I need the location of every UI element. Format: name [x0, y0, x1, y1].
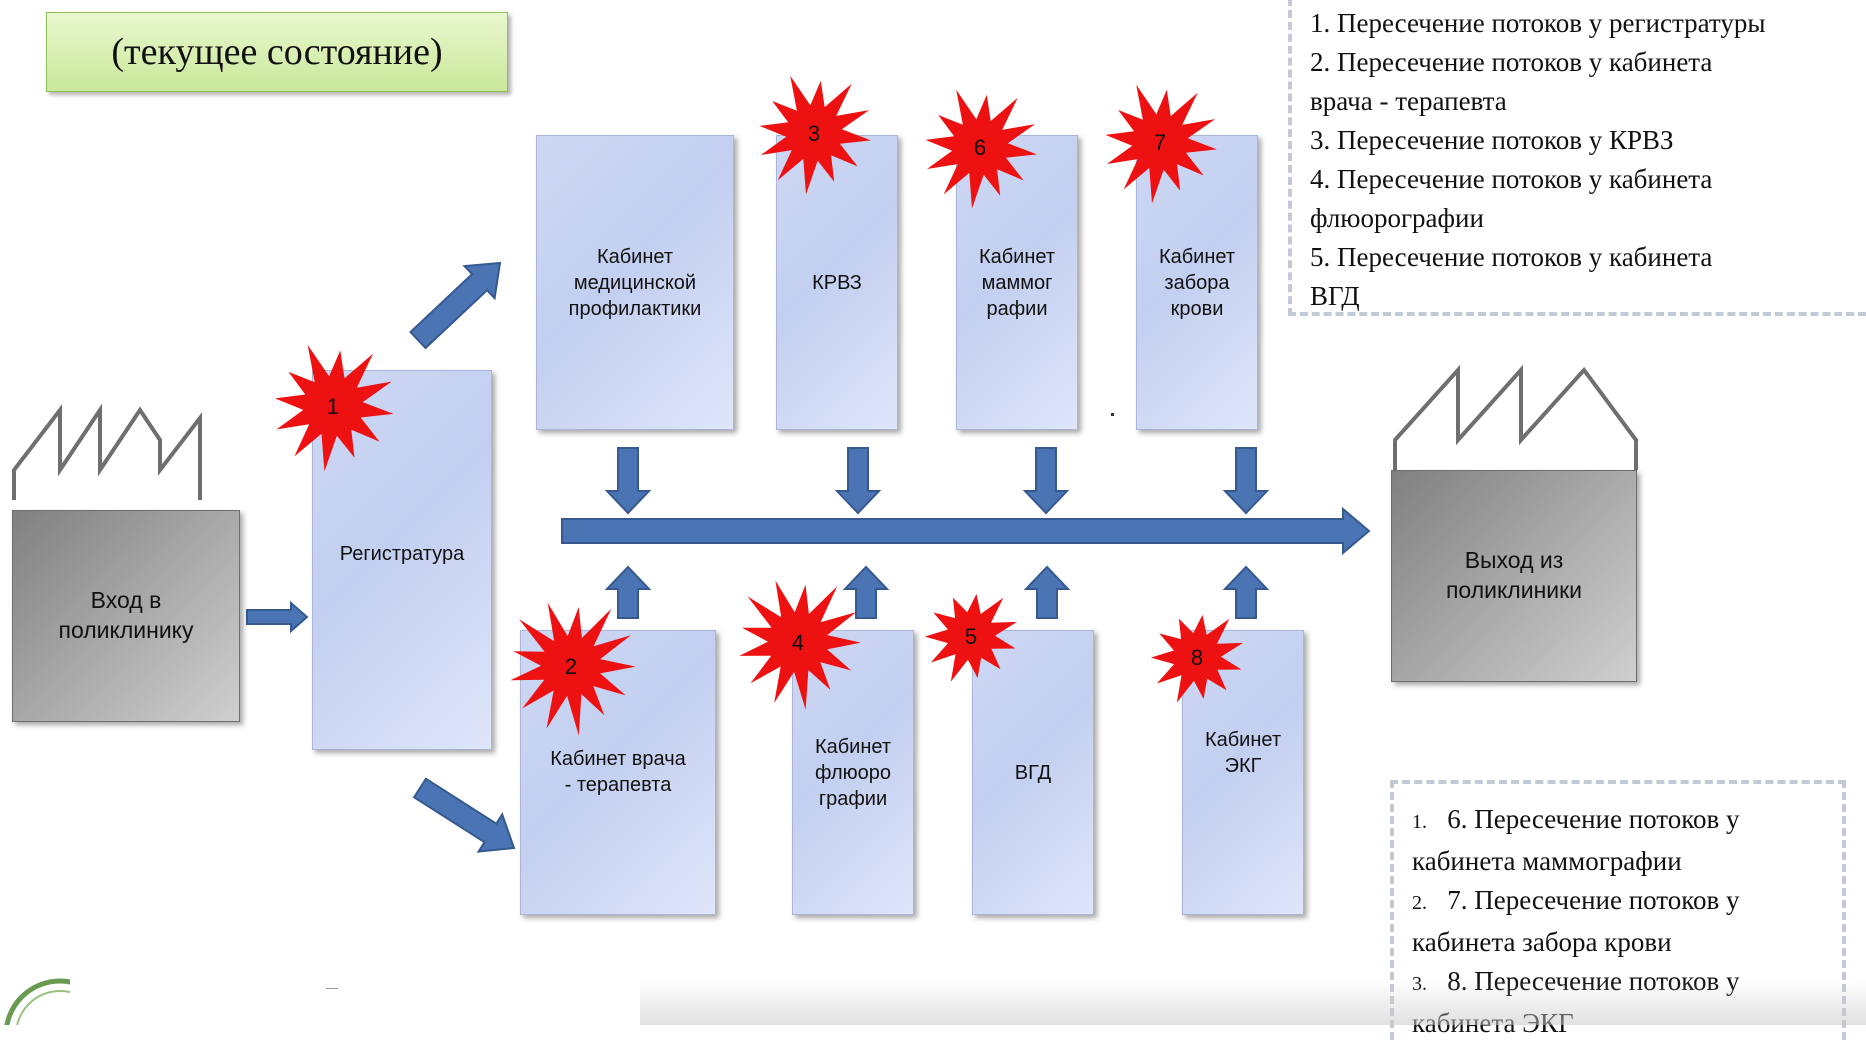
- room-blood: Кабинет забора крови: [1136, 135, 1258, 430]
- room-fluorography: Кабинет флюоро графии: [792, 630, 914, 915]
- stray-dash: [326, 988, 338, 989]
- project-logo: [4, 978, 70, 1025]
- note-number: 1.: [1412, 811, 1427, 833]
- to-prevention-arrow: [409, 261, 502, 350]
- room-krvz: КРВЗ: [776, 135, 898, 430]
- note-line: 3. Пересечение потоков у КРВЗ: [1310, 125, 1674, 155]
- up-arrow-fluorography: [842, 565, 890, 619]
- down-arrow-prevention: [604, 447, 652, 515]
- note-line: кабинета забора крови: [1412, 923, 1832, 962]
- exit-factory-roof: [1393, 364, 1638, 470]
- up-arrow-ecg: [1222, 565, 1270, 619]
- exit-box: Выход из поликлиники: [1391, 470, 1637, 682]
- notes-top: 1. Пересечение потоков у регистратуры 2.…: [1288, 0, 1866, 316]
- room-prevention: Кабинет медицинской профилактики: [536, 135, 734, 430]
- burst-registry: [274, 345, 394, 472]
- burst-therapist: [510, 602, 636, 736]
- note-number: 2.: [1412, 892, 1427, 914]
- note-line: кабинета маммографии: [1412, 842, 1832, 881]
- burst-krvz-label: 3: [808, 121, 820, 146]
- down-arrow-mammography: [1022, 447, 1070, 515]
- burst-ecg-label: 8: [1191, 645, 1203, 670]
- note-line: ВГД: [1310, 281, 1360, 311]
- burst-vgd: [924, 593, 1017, 682]
- down-arrow-blood: [1222, 447, 1270, 515]
- note-line: 2. Пересечение потоков у кабинета: [1310, 47, 1713, 77]
- note-line: 1. Пересечение потоков у регистратуры: [1310, 8, 1766, 38]
- up-arrow-vgd: [1023, 565, 1071, 619]
- burst-ecg: [1150, 614, 1243, 703]
- note-line: флюорографии: [1310, 203, 1484, 233]
- entrance-arrow: [246, 600, 309, 634]
- main-flow-arrow: [561, 506, 1371, 556]
- note-line: 5. Пересечение потоков у кабинета: [1310, 242, 1713, 272]
- note-text: 6. Пересечение потоков у: [1447, 804, 1740, 834]
- down-arrow-krvz: [834, 447, 882, 515]
- note-line: 1. 6. Пересечение потоков у: [1412, 800, 1832, 842]
- burst-blood: [1105, 84, 1217, 204]
- footer-band: [640, 980, 1866, 1025]
- to-therapist-arrow: [412, 777, 516, 853]
- note-line: врача - терапевта: [1310, 86, 1507, 116]
- note-text: 7. Пересечение потоков у: [1447, 885, 1740, 915]
- room-vgd: ВГД: [972, 630, 1094, 915]
- burst-vgd-label: 5: [965, 624, 977, 649]
- burst-mammography: [925, 89, 1037, 209]
- burst-krvz: [759, 75, 871, 195]
- burst-mammography-label: 6: [974, 135, 986, 160]
- burst-fluorography: [739, 580, 861, 710]
- stray-dot: [1111, 413, 1114, 416]
- note-text: кабинета забора крови: [1412, 927, 1672, 957]
- page-title: (текущее состояние): [46, 12, 508, 92]
- burst-registry-label: 1: [327, 394, 339, 419]
- note-text: кабинета маммографии: [1412, 846, 1682, 876]
- entrance-box: Вход в поликлинику: [12, 510, 240, 722]
- entrance-factory-roof: [12, 403, 202, 500]
- burst-therapist-label: 2: [565, 654, 577, 679]
- burst-blood-label: 7: [1154, 130, 1166, 155]
- burst-fluorography-label: 4: [792, 630, 804, 655]
- up-arrow-therapist: [604, 565, 652, 619]
- room-mammography: Кабинет маммог рафии: [956, 135, 1078, 430]
- note-line: 4. Пересечение потоков у кабинета: [1310, 164, 1713, 194]
- note-line: 2. 7. Пересечение потоков у: [1412, 881, 1832, 923]
